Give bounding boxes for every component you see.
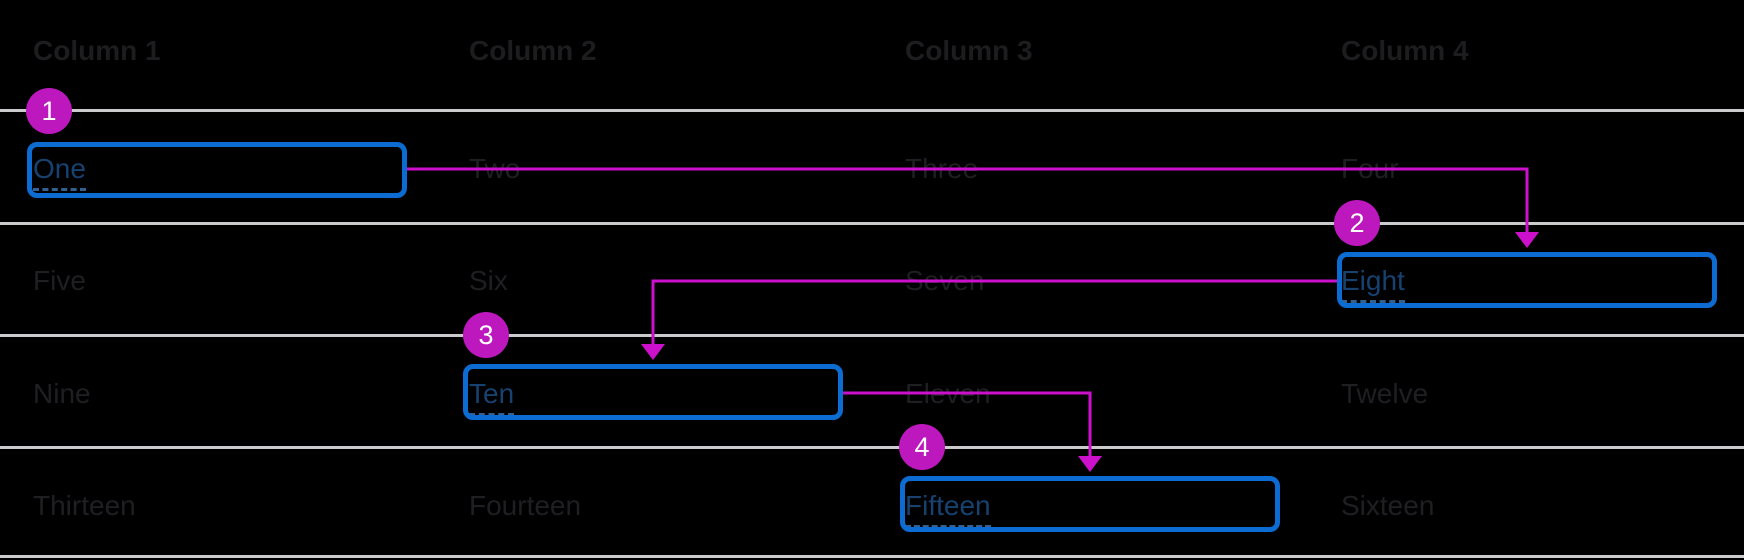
cell-label: Twelve	[1341, 378, 1429, 409]
table-cell: Six	[469, 264, 508, 298]
step-badge: 1	[26, 88, 72, 134]
step-number: 4	[914, 431, 930, 462]
cell-label: Nine	[33, 378, 91, 409]
cell-label: Thirteen	[33, 490, 136, 521]
focused-table-cell[interactable]: One	[33, 152, 86, 191]
cell-label: Three	[905, 153, 979, 184]
row-separator	[0, 222, 1744, 225]
row-separator	[0, 555, 1744, 558]
cell-label: Eleven	[905, 378, 991, 409]
connector-arrow	[1078, 456, 1102, 472]
cell-label: Five	[33, 265, 86, 296]
table-cell: Fourteen	[469, 489, 581, 523]
cell-label: Six	[469, 265, 508, 296]
focus-ring	[900, 476, 1280, 532]
table-cell: Five	[33, 264, 86, 298]
step-number: 2	[1349, 207, 1365, 238]
cell-label: Ten	[469, 377, 515, 416]
cell-label: Two	[469, 153, 521, 184]
row-separator	[0, 446, 1744, 449]
cell-label: Fourteen	[469, 490, 582, 521]
cell-label: Four	[1341, 153, 1399, 184]
table-cell: Twelve	[1341, 377, 1428, 411]
cell-label: Sixteen	[1341, 490, 1435, 521]
focus-ring	[27, 142, 407, 198]
row-separator	[0, 334, 1744, 337]
focused-table-cell[interactable]: Ten	[469, 377, 515, 416]
table-cell: Three	[905, 152, 978, 186]
focused-table-cell[interactable]: Fifteen	[905, 489, 991, 528]
table-cell: Seven	[905, 264, 984, 298]
table-cell: Two	[469, 152, 520, 186]
column-header: Column 2	[469, 35, 597, 66]
cell-label: Seven	[905, 265, 985, 296]
focus-ring	[463, 364, 843, 420]
table-cell: Sixteen	[1341, 489, 1434, 523]
table-cell: Four	[1341, 152, 1399, 186]
table-cell: Eleven	[905, 377, 991, 411]
step-number: 3	[478, 319, 494, 350]
step-badge: 3	[463, 312, 509, 358]
column-header: Column 1	[33, 35, 161, 66]
column-header: Column 4	[1341, 35, 1469, 66]
step-badge: 2	[1334, 200, 1380, 246]
step-number: 1	[41, 95, 57, 126]
connector-arrow	[1515, 232, 1539, 248]
column-header: Column 3	[905, 35, 1033, 66]
table-cell: Thirteen	[33, 489, 136, 523]
row-separator	[0, 109, 1744, 112]
focused-table-cell[interactable]: Eight	[1341, 264, 1405, 303]
step-badge: 4	[899, 424, 945, 470]
cell-label: Fifteen	[905, 489, 991, 528]
connector-arrow	[641, 344, 665, 360]
focus-ring	[1337, 252, 1717, 308]
connector-line	[651, 279, 1337, 348]
table-cell: Nine	[33, 377, 91, 411]
cell-label: Eight	[1341, 264, 1405, 303]
cell-label: One	[33, 152, 86, 191]
